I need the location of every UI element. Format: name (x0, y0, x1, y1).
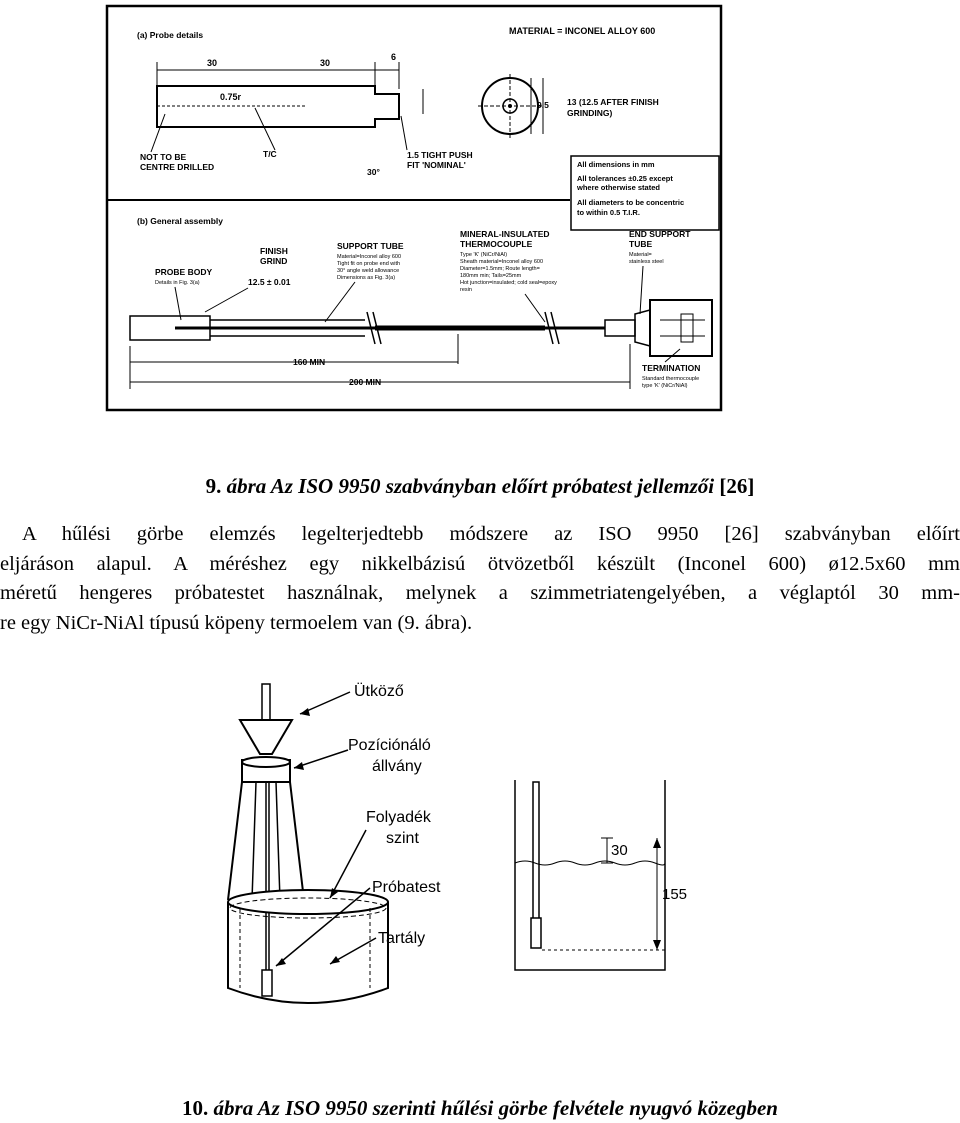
support-tube-label: SUPPORT TUBE (337, 241, 404, 251)
radius-label: 0.75r (220, 92, 242, 102)
mi-sub-3: Diameter=1.5mm; Route length= (460, 266, 540, 272)
material-label: MATERIAL = INCONEL ALLOY 600 (509, 26, 655, 36)
figure-10-drawing: Ütköző Pozíciónáló állvány Folyadék szin… (227, 682, 687, 1004)
dim-155-label: 155 (662, 886, 687, 903)
paragraph-line-3: méretű hengeres próbatestet használnak, … (0, 582, 960, 604)
termination-sub-1: Standard thermocouple (642, 376, 699, 382)
assembly-title: (b) General assembly (137, 216, 223, 226)
mi-sub-2: Sheath material=Inconel alloy 600 (460, 259, 543, 265)
support-sub-3: 30° angle weld allowance (337, 268, 399, 274)
probe-body-label: PROBE BODY (155, 267, 212, 277)
figure-10-title: ábra Az ISO 9950 szerinti hűlési görbe f… (213, 1096, 778, 1120)
finish-2: GRIND (260, 256, 287, 266)
figure-9-drawing: (a) Probe details MATERIAL = INCONEL ALL… (105, 4, 723, 412)
paragraph-line-4: re egy NiCr-NiAl típusú köpeny termoelem… (0, 611, 473, 634)
not-drilled-1: NOT TO BE (140, 152, 186, 162)
end-sub-1: Material= (629, 252, 652, 258)
pushfit-2: FIT 'NOMINAL' (407, 160, 466, 170)
dim-13-b: GRINDING) (567, 108, 613, 118)
tc-label: T/C (263, 149, 277, 159)
support-sub-2: Tight fit on probe end with (337, 261, 400, 267)
label-specimen: Próbatest (372, 879, 441, 896)
dim-30-label: 30 (611, 842, 628, 859)
end-support-1: END SUPPORT (629, 229, 691, 239)
figure-9-caption: 9. ábra Az ISO 9950 szabványban előírt p… (0, 474, 960, 499)
note-4: All diameters to be concentric (577, 198, 684, 207)
dim-6: 6 (391, 52, 396, 62)
termination-label: TERMINATION (642, 363, 700, 373)
label-stop: Ütköző (354, 682, 404, 700)
figure-9-ref: [26] (719, 474, 755, 498)
mi-label-2: THERMOCOUPLE (460, 239, 533, 249)
paragraph-line-2: eljáráson alapul. A méréshez egy nikkelb… (0, 552, 960, 575)
dim-9-5: 9.5 (537, 100, 549, 110)
termination-sub-2: type 'K' (NiCr/NiAl) (642, 383, 688, 389)
finish-dim: 12.5 ± 0.01 (248, 277, 291, 287)
figure-10-number: 10. (182, 1096, 209, 1120)
mi-sub-6: resin (460, 287, 472, 293)
mi-sub-1: Type 'K' (NiCr/NiAl) (460, 252, 507, 258)
mi-sub-4: 180mm min; Tails=25mm (460, 273, 522, 279)
dim-30b: 30 (320, 58, 330, 68)
pushfit-1: 1.5 TIGHT PUSH (407, 150, 473, 160)
angle-label: 30° (367, 167, 380, 177)
note-3: where otherwise stated (576, 183, 660, 192)
label-stand-2: állvány (372, 758, 422, 775)
dim-200: 200 MIN (349, 377, 381, 387)
dim-13: 13 (12.5 AFTER FINISH (567, 97, 659, 107)
figure-10-caption: 10. ábra Az ISO 9950 szerinti hűlési gör… (0, 1096, 960, 1121)
paragraph-line-1: A hűlési görbe elemzés legelterjedtebb m… (22, 523, 960, 545)
not-drilled-2: CENTRE DRILLED (140, 162, 214, 172)
support-sub-4: Dimensions as Fig. 3(a) (337, 275, 395, 281)
dim-30a: 30 (207, 58, 217, 68)
label-level-1: Folyadék (366, 809, 432, 826)
probe-details-title: (a) Probe details (137, 30, 203, 40)
body-paragraph: A hűlési görbe elemzés legelterjedtebb m… (0, 520, 960, 638)
end-sub-2: stainless steel (629, 259, 664, 265)
note-1: All dimensions in mm (577, 160, 655, 169)
label-tank: Tartály (378, 930, 425, 947)
note-5: to within 0.5 T.I.R. (577, 208, 640, 217)
note-2: All tolerances ±0.25 except (577, 174, 673, 183)
support-sub-1: Material=Inconel alloy 600 (337, 254, 401, 260)
mi-label-1: MINERAL-INSULATED (460, 229, 550, 239)
finish-1: FINISH (260, 246, 288, 256)
figure-9-number: 9. (205, 474, 222, 498)
label-level-2: szint (386, 830, 419, 847)
mi-sub-5: Hot junction=insulated; cold seal=epoxy (460, 280, 557, 286)
end-support-2: TUBE (629, 239, 652, 249)
figure-9-title: ábra Az ISO 9950 szabványban előírt prób… (226, 474, 715, 498)
probe-body-sub: Details in Fig. 3(a) (155, 280, 200, 286)
label-stand-1: Pozíciónáló (348, 737, 431, 754)
dim-160: 160 MIN (293, 357, 325, 367)
